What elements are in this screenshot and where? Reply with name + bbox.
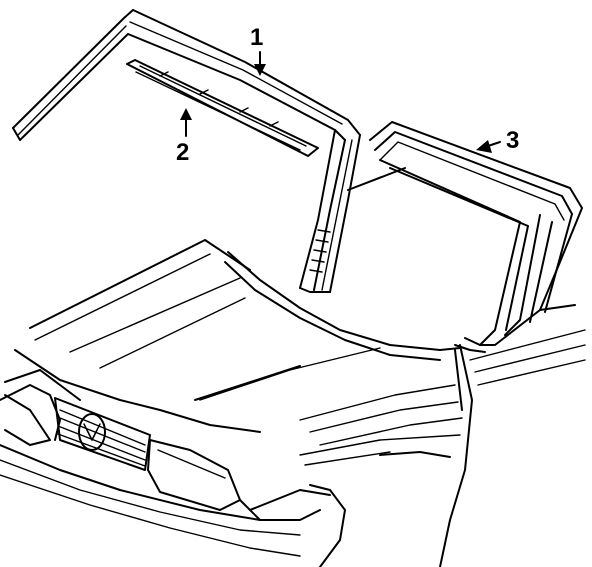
arrow-head-icon (254, 64, 266, 76)
callout-3: 3 (476, 127, 519, 154)
callout-label-1: 1 (250, 24, 263, 51)
back-window-part-3[interactable] (347, 121, 583, 353)
windshield-part-1[interactable] (12, 9, 361, 293)
car-body (0, 239, 586, 567)
arrow-head-icon (476, 140, 492, 153)
callout-2: 2 (176, 108, 192, 166)
callout-label-3: 3 (506, 127, 519, 154)
callout-label-2: 2 (176, 139, 189, 166)
arrow-head-icon (180, 108, 192, 120)
molding-part-2[interactable] (126, 59, 319, 157)
callout-1: 1 (250, 24, 266, 76)
